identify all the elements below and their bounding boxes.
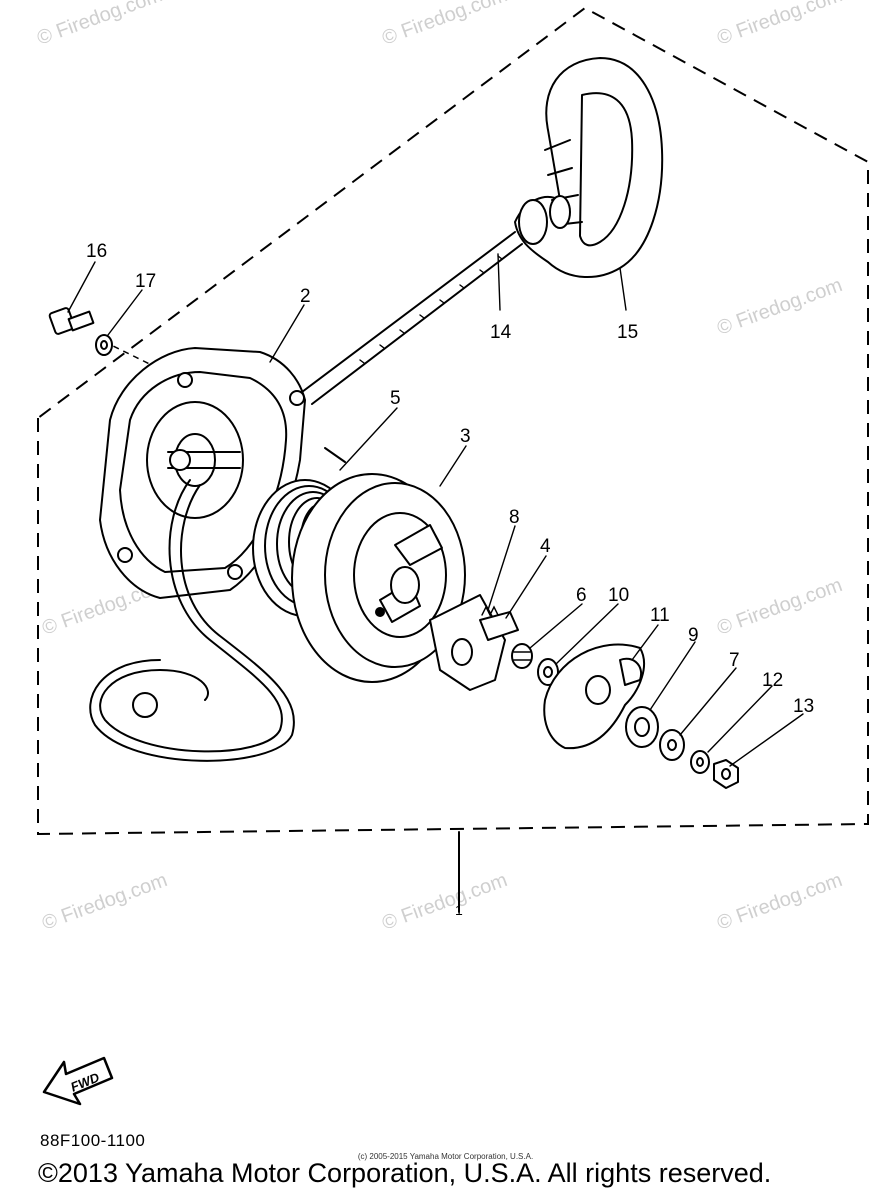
- ratchet-pawl: [429, 594, 519, 691]
- watermark: © Firedog.com: [714, 574, 845, 640]
- starter-cable: [89, 479, 295, 762]
- assembly-boundary: [37, 6, 869, 836]
- small-copyright: (c) 2005-2015 Yamaha Motor Corporation, …: [357, 1152, 534, 1161]
- watermark: © Firedog.com: [39, 869, 170, 935]
- starter-handle: [514, 57, 664, 278]
- assembly-label: 1: [455, 902, 463, 918]
- callout-16: 16: [86, 241, 107, 262]
- callout-2: 2: [300, 286, 311, 307]
- callout-labels: 16 17 2 5 3 8 4 6 10 11 9 7 12 13 14 15 …: [86, 241, 814, 918]
- fwd-arrow-icon: FWD: [42, 1056, 114, 1106]
- watermark: © Firedog.com: [379, 0, 510, 50]
- part-code: 88F100-1100: [40, 1131, 146, 1150]
- callout-9: 9: [688, 625, 699, 646]
- watermark: © Firedog.com: [714, 0, 845, 50]
- callout-5: 5: [390, 388, 401, 409]
- callout-13: 13: [793, 696, 814, 717]
- copyright-notice: ©2013 Yamaha Motor Corporation, U.S.A. A…: [38, 1158, 772, 1188]
- drive-plate: [543, 643, 645, 750]
- watermark: © Firedog.com: [379, 869, 510, 935]
- bolt: [48, 307, 95, 335]
- watermark: © Firedog.com: [714, 869, 845, 935]
- leader-lines: [67, 253, 804, 767]
- starter-rope: [301, 231, 523, 405]
- callout-12: 12: [762, 670, 783, 691]
- callout-4: 4: [540, 536, 551, 557]
- watermark: © Firedog.com: [714, 274, 845, 340]
- watermark: © Firedog.com: [34, 0, 165, 50]
- callout-11: 11: [650, 605, 670, 626]
- callout-6: 6: [576, 585, 587, 606]
- callout-8: 8: [509, 507, 520, 528]
- callout-17: 17: [135, 271, 156, 292]
- return-spring: [511, 643, 533, 669]
- callout-7: 7: [729, 650, 740, 671]
- callout-15: 15: [617, 322, 638, 343]
- callout-3: 3: [460, 426, 471, 447]
- callout-10: 10: [608, 585, 629, 606]
- callout-14: 14: [490, 322, 512, 343]
